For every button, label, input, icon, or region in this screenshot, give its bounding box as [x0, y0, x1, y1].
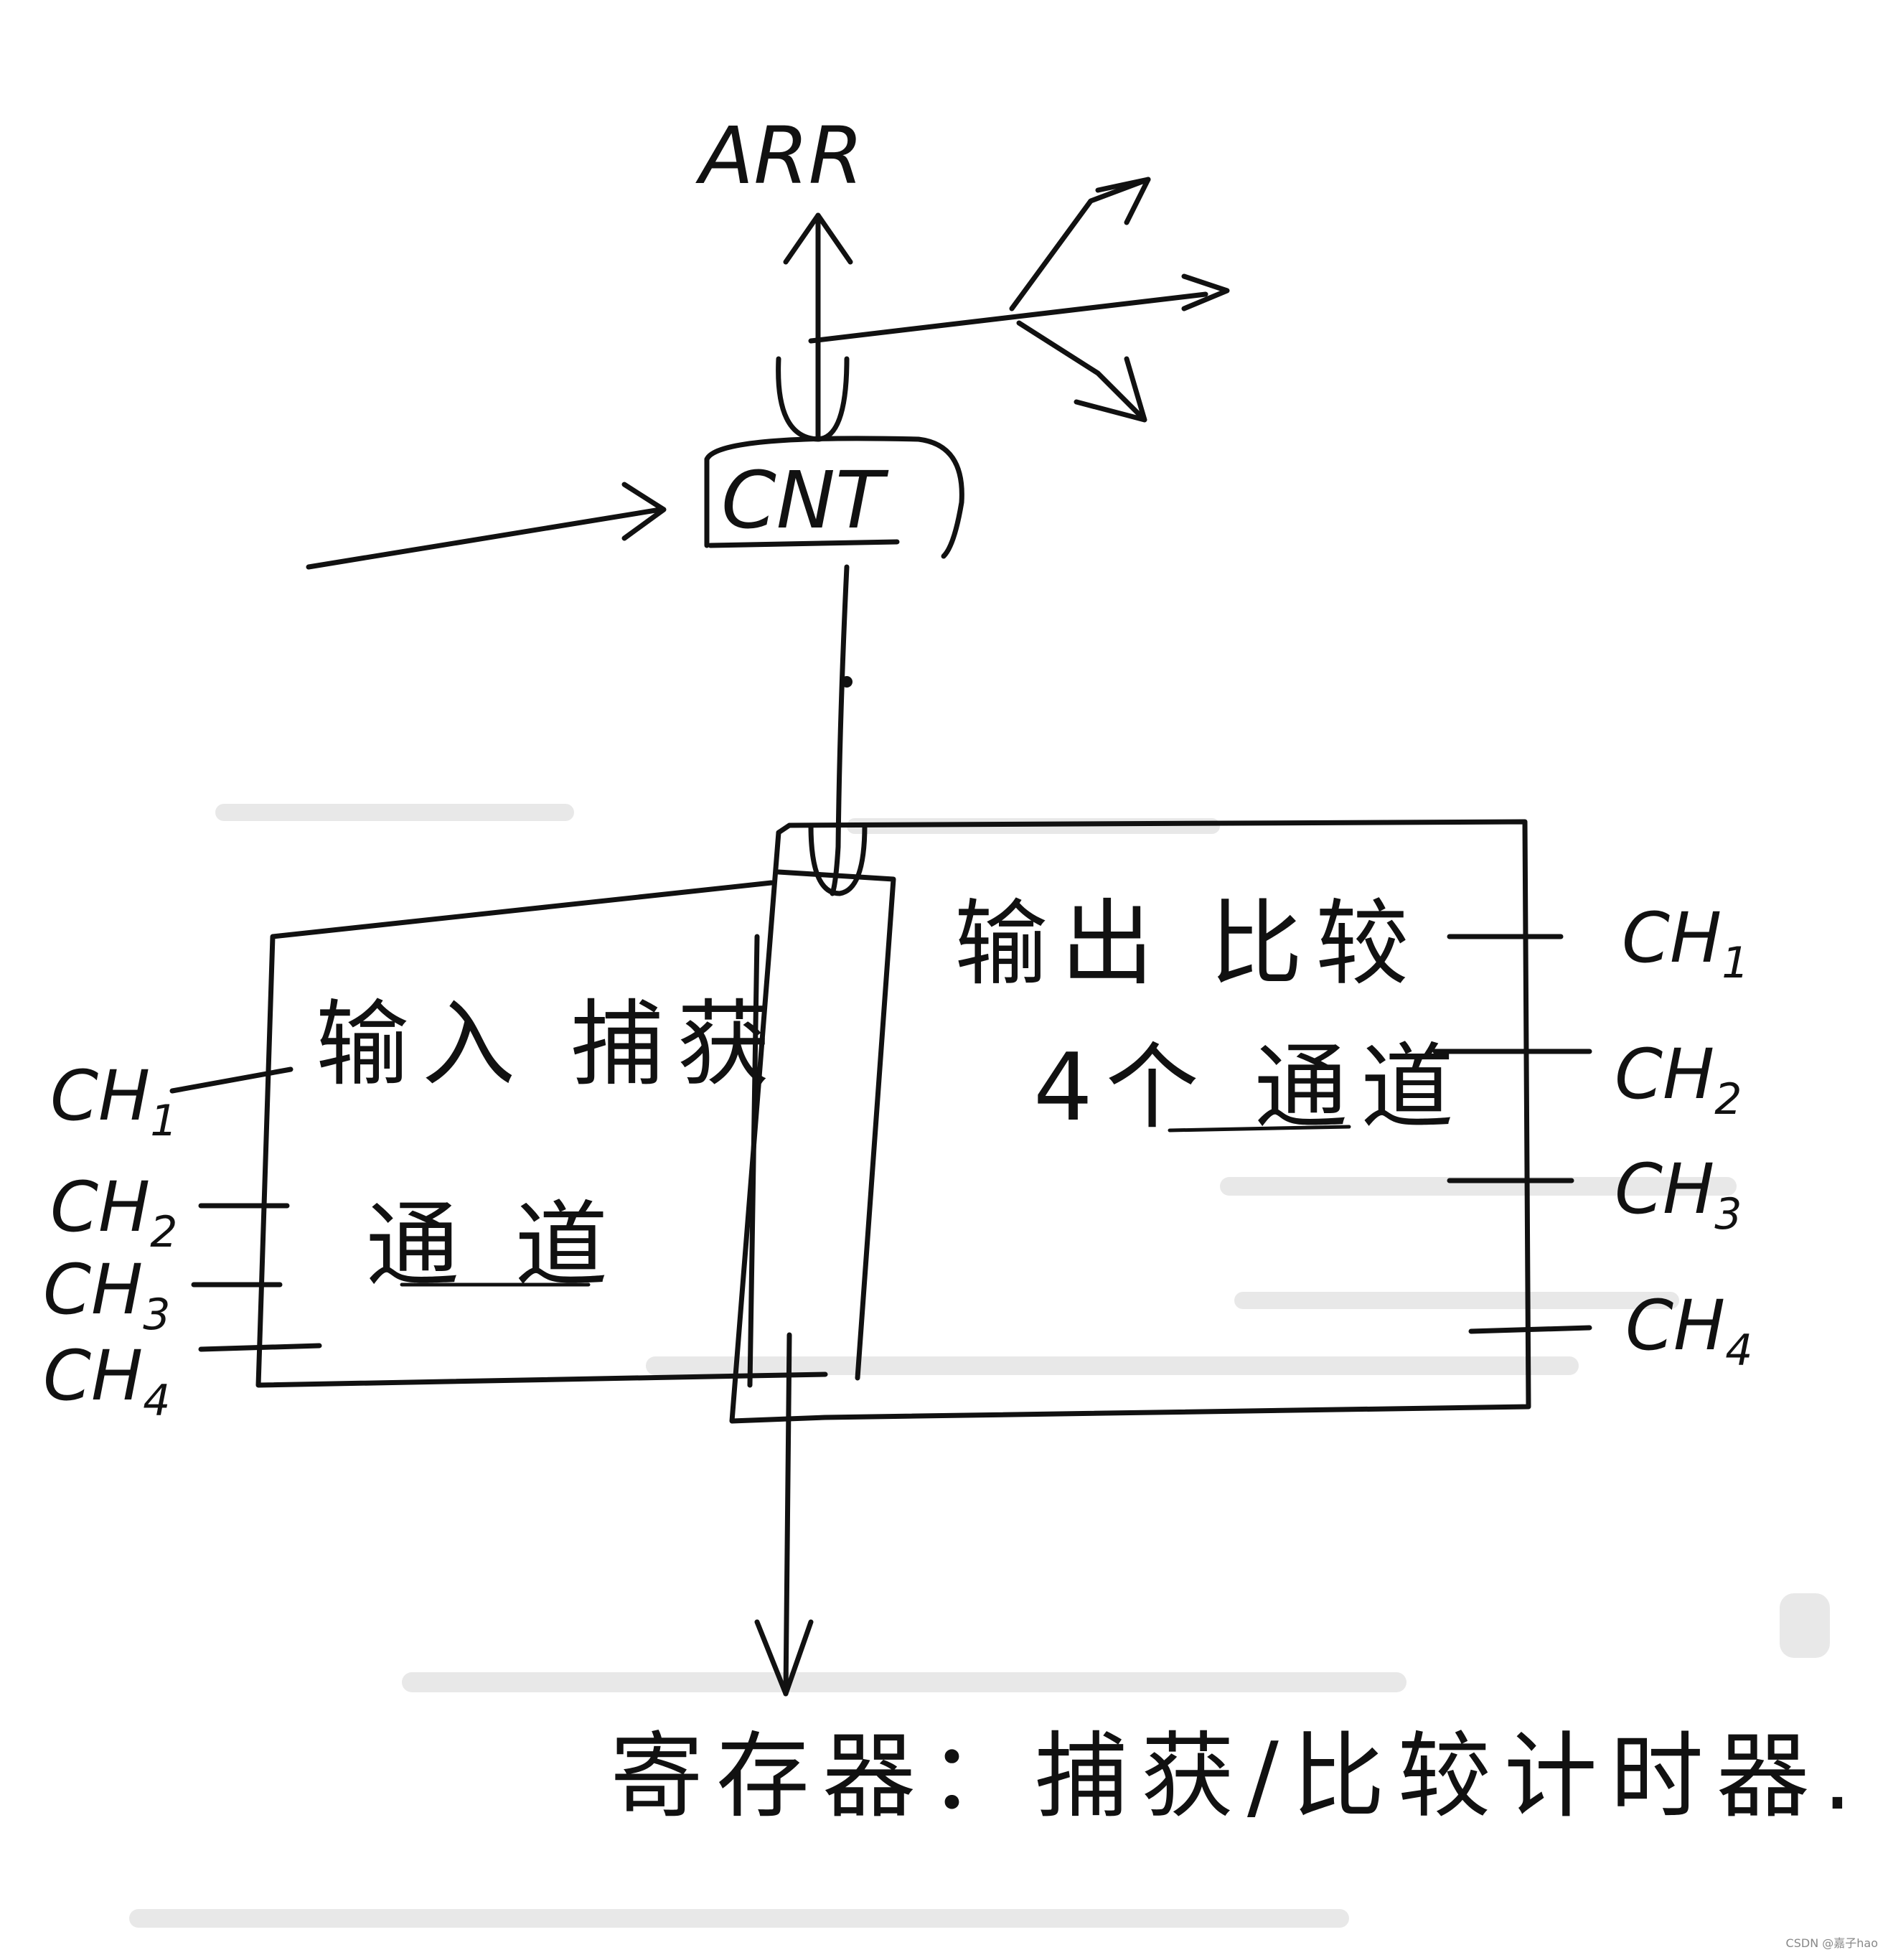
bleed-through-marks	[129, 804, 1830, 1928]
input-block-subtitle: 通 道	[366, 1191, 621, 1300]
input-channel-4-subscript: 4	[143, 1376, 170, 1426]
output-channel-1-subscript: 1	[1722, 938, 1749, 988]
output-compare-block: 输出 比较 4个 通道	[776, 819, 1531, 1420]
input-channel-3-subscript: 3	[143, 1290, 170, 1340]
output-channel-ticks	[1432, 934, 1592, 1334]
input-channel-1: CH1	[50, 1056, 177, 1146]
register-arrow	[754, 1332, 814, 1697]
input-channel-1-subscript: 1	[150, 1096, 177, 1146]
input-capture-block: 输入 捕获 通 道	[255, 880, 828, 1388]
cnt-bus-link	[808, 564, 868, 896]
input-channel-2-subscript: 2	[150, 1207, 177, 1257]
arr-label: ARR	[695, 110, 863, 202]
cnt-label: CNT	[721, 454, 889, 546]
input-channel-2: CH2	[50, 1167, 177, 1257]
input-block-title: 输入 捕获	[316, 990, 783, 1099]
cnt-block: CNT	[704, 436, 964, 559]
output-block-subtitle: 4个 通道	[1033, 1033, 1467, 1142]
output-block-title: 输出 比较	[954, 889, 1422, 998]
branch-arrows	[808, 177, 1230, 423]
watermark: CSDN @嘉子hao	[1785, 1936, 1878, 1950]
input-channel-4: CH4	[43, 1336, 170, 1426]
register-label: 寄存器：捕获/比较计时器.	[610, 1722, 1865, 1831]
central-bus	[729, 830, 896, 1424]
arr-cnt-arrow	[776, 212, 853, 442]
input-channel-3: CH3	[43, 1249, 170, 1340]
output-channel-4: CH4	[1625, 1285, 1752, 1376]
output-channel-1: CH1	[1622, 898, 1749, 988]
output-channel-2-subscript: 2	[1714, 1074, 1742, 1125]
output-channel-4-subscript: 4	[1725, 1326, 1752, 1376]
output-channel-2: CH2	[1615, 1034, 1742, 1125]
output-channel-3: CH3	[1615, 1149, 1742, 1239]
output-channel-3-subscript: 3	[1714, 1189, 1742, 1239]
cnt-input-arrow	[306, 482, 667, 570]
input-channel-ticks	[169, 1066, 322, 1352]
